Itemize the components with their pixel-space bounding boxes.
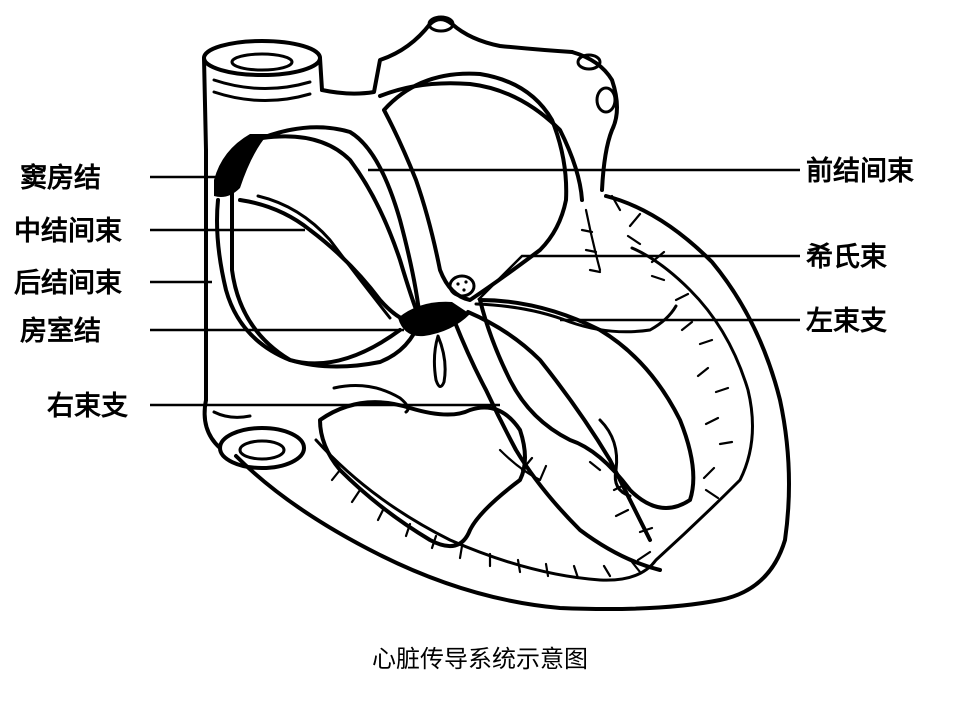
- right-bundle-branch-path: [452, 318, 662, 572]
- purkinje-fibers: [330, 194, 734, 580]
- posterior-internodal-tract-path: [215, 198, 402, 366]
- label-right-bundle-branch: 右束支: [47, 391, 128, 422]
- diagram-caption: 心脏传导系统示意图: [372, 645, 588, 673]
- superior-vena-cava: [202, 39, 324, 152]
- label-sinoatrial-node: 窦房结: [20, 162, 101, 194]
- right-ventricle: [318, 400, 527, 549]
- label-middle-internodal-tract: 中结间束: [14, 216, 122, 247]
- middle-internodal-tract-path: [238, 198, 412, 324]
- left-bundle-branch-path: [466, 310, 652, 542]
- label-atrioventricular-node: 房室结: [20, 315, 101, 347]
- label-anterior-internodal-tract: 前结间束: [806, 155, 914, 187]
- atrioventricular-node-mark: [398, 301, 470, 337]
- papillary-muscle-septal: [432, 334, 447, 388]
- anterior-internodal-tract-path: [260, 134, 422, 322]
- inferior-vena-cava: [202, 398, 306, 470]
- leader-lines: [150, 168, 800, 407]
- bundle-of-his-mark: [448, 274, 476, 298]
- aorta-and-pulmonary-vessels: [320, 15, 619, 202]
- label-posterior-internodal-tract: 后结间束: [14, 268, 122, 299]
- left-atrium: [382, 71, 569, 302]
- left-ventricle: [478, 298, 696, 510]
- label-bundle-of-his: 希氏束: [806, 242, 887, 273]
- heart-outer-wall: [204, 148, 791, 611]
- leader-bundle-of-his: [477, 254, 800, 301]
- sinoatrial-node-mark: [214, 134, 268, 197]
- label-left-bundle-branch: 左束支: [806, 306, 887, 337]
- ventricle-inner-wall: [314, 246, 754, 582]
